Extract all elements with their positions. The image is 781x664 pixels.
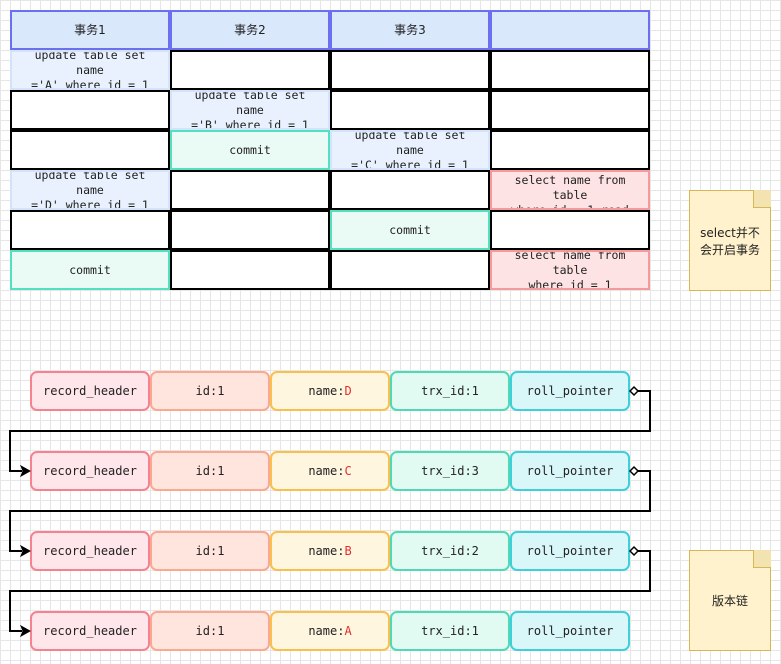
roll-pointer-text: roll_pointer — [526, 624, 614, 638]
table-cell-r6-c3 — [330, 250, 490, 290]
select-note-text: select并不会开启事务 — [699, 225, 760, 257]
record-header-text: record_header — [43, 544, 137, 558]
table-cell-r2-c1 — [10, 90, 170, 130]
table-cell-r3-c2: commit — [170, 130, 330, 170]
record-header-text: record_header — [43, 624, 137, 638]
table-cell-r4-c1: update table set name ='D' where id = 1 — [10, 170, 170, 210]
select-note-fold — [753, 190, 771, 208]
trx-id-label: trx_id: — [421, 464, 472, 478]
table-cell-r5-c4 — [490, 210, 650, 250]
name-value: C — [344, 464, 352, 478]
link-arrowhead — [20, 544, 32, 558]
name-field: name:A — [270, 611, 390, 651]
id-value: 1 — [217, 544, 225, 558]
name-label: name: — [308, 384, 345, 398]
table-cell-r2-c2: update table set name ='B' where id = 1 — [170, 90, 330, 130]
id-label: id: — [195, 544, 218, 558]
name-value: D — [344, 384, 352, 398]
trx-id-field: trx_id:1 — [390, 371, 510, 411]
link-origin-diamond — [628, 385, 640, 397]
trx-id-field: trx_id:2 — [390, 531, 510, 571]
version-chain-note-text: 版本链 — [711, 594, 748, 608]
roll-pointer-link — [9, 550, 651, 632]
roll-pointer-link — [9, 470, 651, 552]
header-cell-4 — [490, 10, 650, 50]
name-label: name: — [308, 624, 345, 638]
name-field: name:D — [270, 371, 390, 411]
roll-pointer-text: roll_pointer — [526, 464, 614, 478]
table-cell-r2-c3 — [330, 90, 490, 130]
link-origin-diamond — [628, 465, 640, 477]
roll-pointer-text: roll_pointer — [526, 384, 614, 398]
table-cell-r1-c1: update table set name ='A' where id = 1 — [10, 50, 170, 90]
trx-id-value: 3 — [471, 464, 479, 478]
trx-id-value: 1 — [471, 384, 479, 398]
record-header-field: record_header — [30, 451, 150, 491]
table-cell-r3-c4 — [490, 130, 650, 170]
name-field: name:C — [270, 451, 390, 491]
link-origin-diamond — [628, 545, 640, 557]
trx-id-value: 2 — [471, 544, 479, 558]
record-header-field: record_header — [30, 531, 150, 571]
id-field: id:1 — [150, 451, 270, 491]
name-value: B — [344, 544, 352, 558]
table-cell-r1-c4 — [490, 50, 650, 90]
header-cell-3: 事务3 — [330, 10, 490, 50]
table-cell-r3-c3: update table set name ='C' where id = 1 — [330, 130, 490, 170]
trx-id-label: trx_id: — [421, 624, 472, 638]
record-header-field: record_header — [30, 371, 150, 411]
roll-pointer-field: roll_pointer — [510, 451, 630, 491]
trx-id-field: trx_id:1 — [390, 611, 510, 651]
table-cell-r6-c1: commit — [10, 250, 170, 290]
trx-id-value: 1 — [471, 624, 479, 638]
table-cell-r2-c4 — [490, 90, 650, 130]
table-cell-r6-c4: select name from table where id = 1 — [490, 250, 650, 290]
id-field: id:1 — [150, 531, 270, 571]
table-cell-r6-c2 — [170, 250, 330, 290]
roll-pointer-text: roll_pointer — [526, 544, 614, 558]
record-header-field: record_header — [30, 611, 150, 651]
table-cell-r1-c2 — [170, 50, 330, 90]
trx-id-label: trx_id: — [421, 384, 472, 398]
id-field: id:1 — [150, 611, 270, 651]
trx-id-field: trx_id:3 — [390, 451, 510, 491]
roll-pointer-field: roll_pointer — [510, 611, 630, 651]
id-value: 1 — [217, 624, 225, 638]
id-value: 1 — [217, 464, 225, 478]
roll-pointer-link — [9, 390, 651, 472]
table-cell-r3-c1 — [10, 130, 170, 170]
link-arrowhead — [20, 464, 32, 478]
record-header-text: record_header — [43, 464, 137, 478]
id-field: id:1 — [150, 371, 270, 411]
trx-id-label: trx_id: — [421, 544, 472, 558]
id-label: id: — [195, 384, 218, 398]
record-header-text: record_header — [43, 384, 137, 398]
name-label: name: — [308, 544, 345, 558]
id-label: id: — [195, 464, 218, 478]
id-value: 1 — [217, 384, 225, 398]
name-value: A — [344, 624, 352, 638]
table-cell-r4-c4: select name from table where id = 1 read… — [490, 170, 650, 210]
name-label: name: — [308, 464, 345, 478]
roll-pointer-field: roll_pointer — [510, 531, 630, 571]
table-cell-r5-c2 — [170, 210, 330, 250]
header-cell-2: 事务2 — [170, 10, 330, 50]
link-arrowhead — [20, 624, 32, 638]
table-cell-r4-c3 — [330, 170, 490, 210]
name-field: name:B — [270, 531, 390, 571]
header-cell-1: 事务1 — [10, 10, 170, 50]
version-chain-note-fold — [753, 550, 771, 568]
id-label: id: — [195, 624, 218, 638]
table-cell-r5-c1 — [10, 210, 170, 250]
table-cell-r4-c2 — [170, 170, 330, 210]
table-cell-r1-c3 — [330, 50, 490, 90]
table-cell-r5-c3: commit — [330, 210, 490, 250]
